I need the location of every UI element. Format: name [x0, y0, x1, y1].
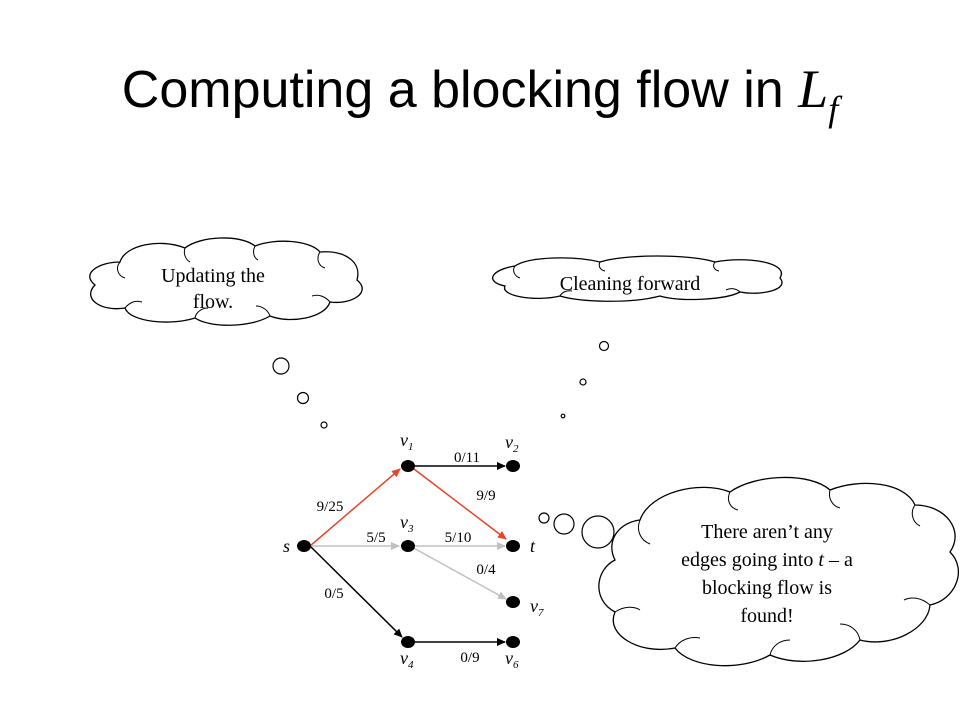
node-label-s: s	[283, 536, 290, 556]
edge-v1-t	[409, 465, 507, 540]
cloud-blocking-line4: found!	[740, 605, 793, 627]
node-v2	[506, 460, 520, 472]
node-label-v2-sub: 2	[513, 443, 519, 455]
edge-s-v1	[309, 468, 401, 547]
node-label-v2: v2	[505, 432, 519, 455]
node-v3	[401, 540, 415, 552]
thought-bubble-large	[272, 357, 290, 375]
node-label-v6-sub: 6	[513, 659, 519, 671]
node-label-v3-sub: 3	[407, 523, 414, 535]
cloud-blocking-line3: blocking flow is	[702, 577, 832, 599]
thought-bubble-small	[320, 421, 328, 429]
node-label-v7-main: v	[530, 596, 538, 616]
edge-s-v4	[309, 545, 403, 638]
thought-bubble-medium	[598, 340, 610, 352]
thought-bubble-large	[581, 515, 615, 549]
node-s	[297, 540, 311, 552]
thought-bubble-small	[538, 512, 550, 524]
node-label-v7-sub: 7	[538, 607, 544, 619]
node-label-v7: v7	[530, 596, 544, 619]
edge-label-s-v3: 5/5	[366, 530, 385, 546]
title-subscript: f	[828, 89, 839, 129]
cloud-updating-line2: flow.	[193, 291, 233, 313]
edge-label-v1-t: 9/9	[476, 488, 495, 504]
node-label-v4: v4	[400, 648, 414, 671]
cloud-blocking-line2: edges going into t – a	[681, 549, 853, 571]
slide-title: Computing a blocking flow in Lf	[0, 58, 960, 129]
edge-label-v1-v2: 0/11	[454, 450, 480, 466]
node-v1	[401, 460, 415, 472]
edge-label-v3-v7: 0/4	[476, 562, 496, 578]
cloud-blocking-line2a: edges going into	[681, 549, 818, 571]
node-label-v4-sub: 4	[408, 659, 414, 671]
edge-label-s-v1: 9/25	[317, 499, 344, 515]
thought-bubble-medium	[553, 513, 575, 535]
node-label-v1-sub: 1	[408, 441, 414, 453]
title-variable: L	[798, 59, 829, 119]
cloud-updating: Updating the flow.	[89, 237, 363, 326]
node-label-v1: v1	[400, 430, 414, 453]
node-label-v6-main: v	[505, 648, 513, 668]
cloud-updating-line1: Updating the	[161, 265, 265, 287]
thought-bubble-small	[579, 378, 587, 386]
cloud-blocking-line1: There aren’t any	[701, 521, 833, 543]
edge-label-v4-v6: 0/9	[460, 650, 479, 666]
title-text: Computing a blocking flow in	[121, 61, 799, 119]
node-label-v3-main: v	[400, 512, 408, 532]
cloud-cleaning-line1: Cleaning forward	[560, 273, 701, 295]
edge-label-s-v4: 0/5	[324, 586, 343, 602]
node-v4	[401, 636, 415, 648]
cloud-blocking-line2t: t	[818, 549, 824, 571]
node-v6	[506, 636, 520, 648]
node-label-t: t	[530, 536, 536, 556]
thought-bubble-medium	[296, 391, 310, 405]
node-label-v1-main: v	[400, 430, 408, 450]
cloud-cleaning: Cleaning forward	[492, 255, 783, 302]
edge-v3-v7	[409, 545, 507, 600]
node-label-v2-main: v	[505, 432, 513, 452]
cloud-blocking-line2b: – a	[824, 549, 853, 571]
node-t	[506, 540, 520, 552]
node-label-v4-main: v	[400, 648, 408, 668]
node-label-v3: v3	[400, 512, 414, 535]
node-v7	[506, 596, 520, 608]
edge-label-v3-t: 5/10	[445, 530, 472, 546]
node-label-v6: v6	[505, 648, 519, 671]
thought-bubble-tiny	[560, 413, 566, 419]
cloud-blocking: There aren’t any edges going into t – a …	[598, 476, 959, 667]
